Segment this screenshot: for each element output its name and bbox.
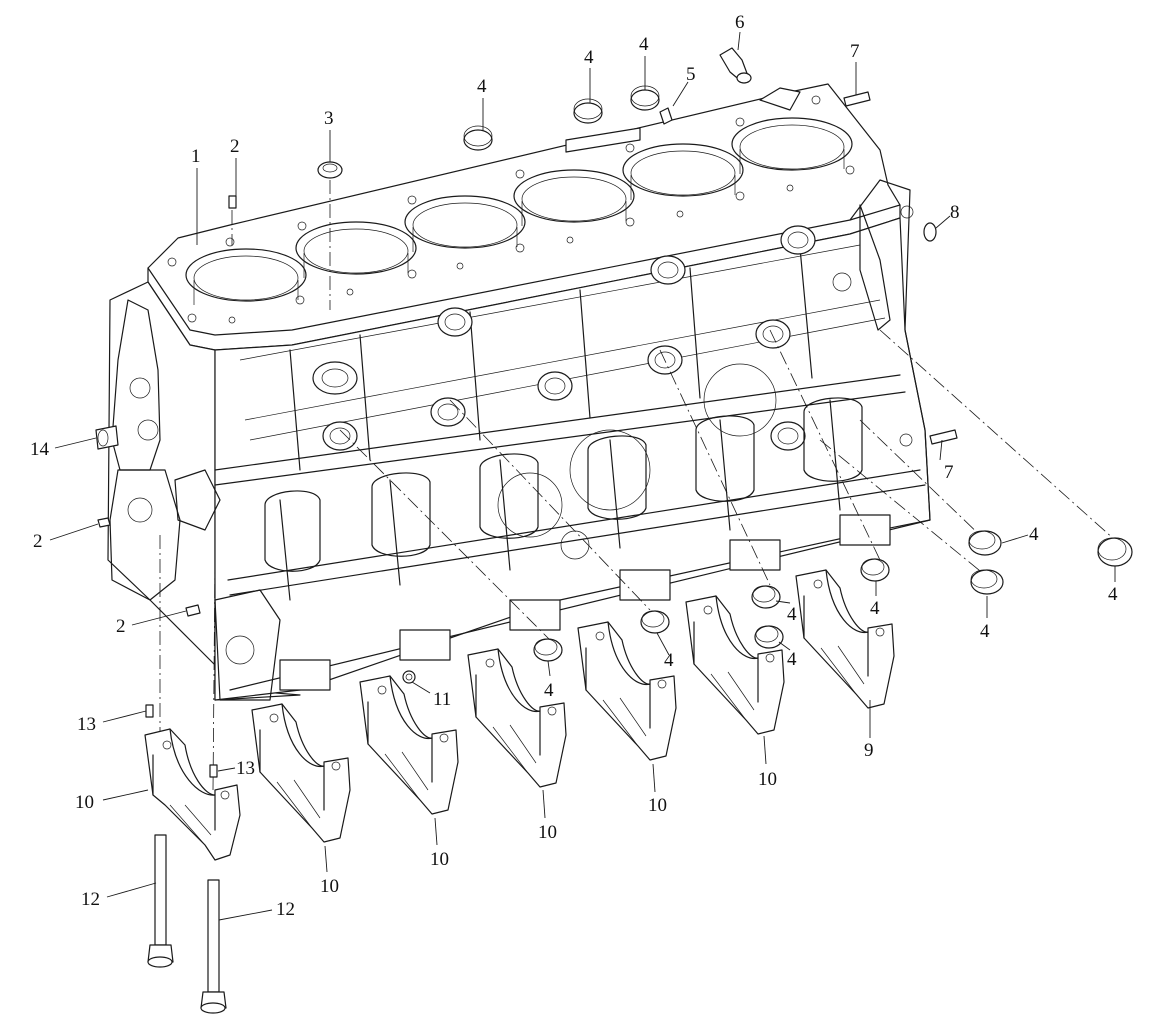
bearing-cap-3	[359, 675, 459, 815]
leader-lines	[49, 31, 1116, 921]
cap-bolt-1	[147, 834, 174, 968]
callout-4-h: 4	[870, 598, 880, 619]
bore-6	[731, 117, 853, 174]
callout-4-j: 4	[980, 621, 990, 642]
callout-4-f: 4	[787, 604, 797, 625]
callout-8: 8	[950, 202, 960, 223]
bearing-cap-4	[467, 648, 567, 788]
bore-5	[622, 143, 744, 200]
callout-12-b: 12	[276, 899, 295, 920]
part-plug-14	[95, 425, 119, 450]
callout-2-top: 2	[230, 136, 240, 157]
callout-6: 6	[735, 12, 745, 33]
callout-13-b: 13	[236, 758, 255, 779]
callout-2-lower: 2	[116, 616, 126, 637]
part-pin-side	[929, 429, 958, 445]
bore-4	[513, 169, 635, 226]
callout-4-k: 4	[1108, 584, 1118, 605]
callout-4-i: 4	[1029, 524, 1039, 545]
callout-10-e: 10	[648, 795, 667, 816]
callout-4-g: 4	[787, 649, 797, 670]
callout-11: 11	[433, 689, 451, 710]
bearing-cap-6	[685, 595, 785, 735]
expansion-plugs-top	[463, 85, 660, 151]
side-bosses	[264, 225, 863, 601]
callout-7-top: 7	[850, 41, 860, 62]
pan-rail	[214, 374, 931, 691]
callout-4-b: 4	[584, 47, 594, 68]
front-end-features	[109, 299, 281, 701]
callout-labels: 1 2 3 4 4 4 5 6 7 8 7 14 2 2 13 13 10 12…	[30, 12, 1118, 920]
expansion-plugs-right	[968, 530, 1133, 595]
part-screw-5	[659, 107, 673, 125]
bearing-caps	[144, 569, 895, 861]
bearing-cap-2	[251, 703, 351, 843]
cap-bolt-2	[200, 879, 227, 1014]
cylinder-block	[107, 83, 931, 701]
expansion-plugs-lower	[533, 558, 890, 662]
bearing-cap-5	[577, 621, 677, 761]
callout-10-c: 10	[430, 849, 449, 870]
part-dowel-13a	[145, 704, 154, 718]
callout-2-left: 2	[33, 531, 43, 552]
callout-10-f: 10	[758, 769, 777, 790]
main-bearing-seats	[279, 514, 891, 691]
callout-7-side: 7	[944, 462, 954, 483]
callout-10-a: 10	[75, 792, 94, 813]
callout-13-a: 13	[77, 714, 96, 735]
explosion-lines	[159, 180, 1116, 791]
callout-4-a: 4	[477, 76, 487, 97]
callout-12-a: 12	[81, 889, 100, 910]
callout-10-d: 10	[538, 822, 557, 843]
callout-3: 3	[324, 108, 334, 129]
callout-10-b: 10	[320, 876, 339, 897]
callout-4-e: 4	[664, 650, 674, 671]
part-fitting-6	[719, 47, 752, 84]
block-rear-end	[849, 179, 931, 521]
part-dowel-top	[228, 195, 237, 209]
part-dowel-left	[97, 517, 111, 528]
part-dowel-13b	[209, 764, 218, 778]
part-seal-ring	[317, 161, 343, 179]
callout-5: 5	[686, 64, 696, 85]
part-nut-11	[402, 670, 416, 684]
part-pin-top	[843, 91, 871, 107]
callout-4-d: 4	[544, 680, 554, 701]
callout-9: 9	[864, 740, 874, 761]
part-dowel-lower	[185, 604, 201, 617]
bearing-cap-thrust	[795, 569, 895, 709]
callout-1: 1	[191, 146, 201, 167]
bore-2	[295, 221, 417, 278]
callout-4-c: 4	[639, 34, 649, 55]
bore-3	[404, 195, 526, 252]
bearing-cap-1	[144, 728, 241, 861]
rear-top-features	[565, 87, 914, 447]
deck-bolt-holes	[167, 95, 855, 324]
callout-14: 14	[30, 439, 50, 460]
part-plug-8	[923, 222, 937, 242]
